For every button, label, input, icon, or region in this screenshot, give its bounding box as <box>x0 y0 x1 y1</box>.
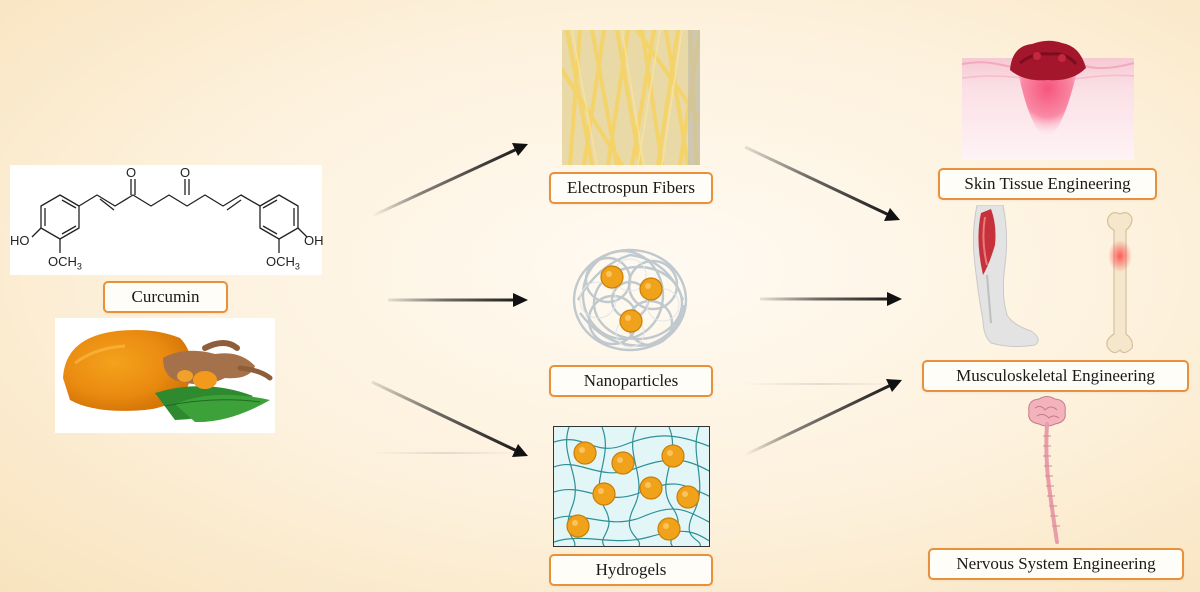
label-skin-tissue-engineering: Skin Tissue Engineering <box>938 168 1157 200</box>
leg-muscle-image <box>965 204 1045 353</box>
atom-o-left: O <box>126 165 137 180</box>
curcumin-structure-panel: O O HO OH OCH3 OCH3 <box>10 165 324 275</box>
atom-oh-right: OH <box>304 233 324 248</box>
nanoparticles-image <box>568 245 693 355</box>
turmeric-photo <box>55 318 275 433</box>
arrow-electrospun-to-skin <box>744 145 900 221</box>
label-nanoparticles: Nanoparticles <box>549 365 713 397</box>
label-musculoskeletal-engineering: Musculoskeletal Engineering <box>922 360 1189 392</box>
methoxy-right-base: OCH <box>266 254 295 269</box>
brain-spinal-cord-image <box>1025 396 1069 544</box>
methoxy-left-base: OCH <box>48 254 77 269</box>
arrow-curcumin-to-nanoparticles <box>388 293 528 307</box>
methoxy-right: OCH3 <box>266 254 300 272</box>
label-hydrogels: Hydrogels <box>549 554 713 586</box>
arrow-curcumin-to-hydrogels <box>371 380 528 457</box>
methoxy-left: OCH3 <box>48 254 82 272</box>
label-curcumin: Curcumin <box>103 281 228 313</box>
arrow-hydrogels-to-musculoskeletal <box>744 379 902 457</box>
methoxy-right-sub: 3 <box>294 261 300 272</box>
electrospun-fibers-image <box>562 30 700 165</box>
arrow-curcumin-to-electrospun <box>371 143 528 218</box>
skin-tissue-image <box>961 38 1135 160</box>
methoxy-left-sub: 3 <box>76 261 82 272</box>
curcumin-structure-drawing <box>31 179 308 253</box>
atom-o-right: O <box>180 165 191 180</box>
label-nervous-system-engineering: Nervous System Engineering <box>928 548 1184 580</box>
atom-ho-left: HO <box>10 233 30 248</box>
label-electrospun-fibers: Electrospun Fibers <box>549 172 713 204</box>
hydrogels-image <box>553 426 710 547</box>
arrow-nanoparticles-to-musculoskeletal <box>760 292 902 306</box>
bone-image <box>1098 210 1146 355</box>
